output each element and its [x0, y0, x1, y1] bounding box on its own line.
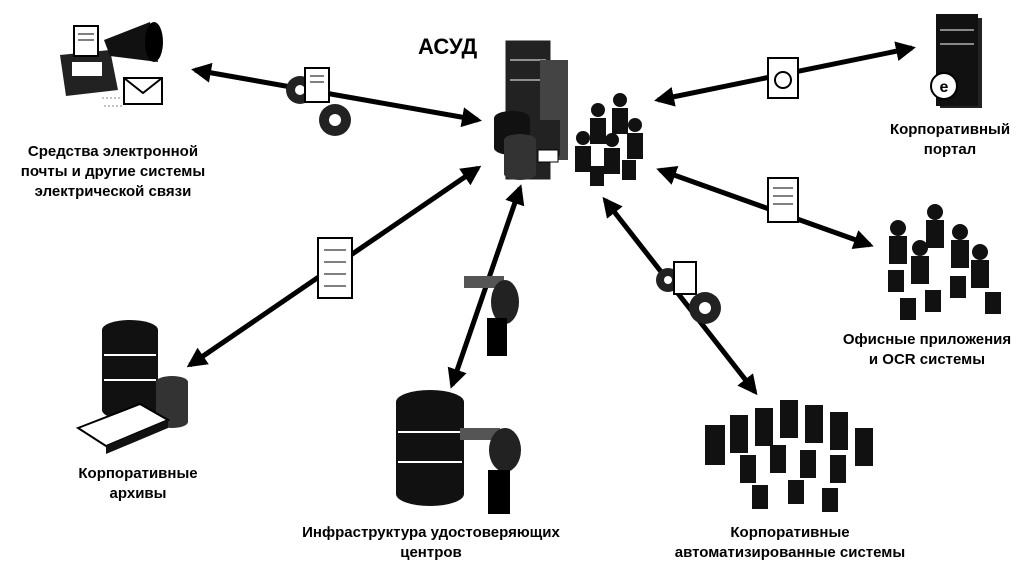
corp-systems-node-label: Корпоративные автоматизированные системы [660, 523, 920, 563]
email-label-line3: электрической связи [34, 183, 192, 200]
gears-document-icon [656, 261, 721, 324]
workgroup-users-icon [888, 204, 1001, 320]
portal-label-line1: Корпоративный [889, 121, 1011, 138]
svg-text:e: e [940, 79, 949, 96]
arrow-email [191, 62, 482, 128]
database-key-icon [396, 390, 521, 514]
corp-systems-label-line2: автоматизированные системы [674, 544, 906, 561]
pki-label-line1: Инфраструктура удостоверяющих [302, 524, 560, 541]
network-cluster-icon [705, 400, 873, 512]
email-node-label: Средства электронной почты и другие сист… [8, 142, 218, 202]
pki-node-label: Инфраструктура удостоверяющих центров [286, 523, 576, 563]
center-title: АСУД [418, 34, 478, 59]
office-node-label: Офисные приложения и OCR системы [832, 330, 1022, 370]
archives-node-label: Корпоративные архивы [68, 464, 208, 504]
arrow-corp-systems [602, 196, 758, 396]
portal-node-label: Корпоративный портал [880, 120, 1020, 160]
portal-label-line2: портал [923, 141, 977, 158]
archives-label-line2: архивы [109, 485, 167, 502]
key-icon [464, 276, 519, 356]
document-icon [767, 177, 799, 223]
email-label-line1: Средства электронной [27, 143, 199, 160]
office-label-line2: и OCR системы [868, 351, 986, 368]
document-icon [767, 57, 799, 99]
database-storage-icon [75, 320, 188, 454]
archives-label-line1: Корпоративные [78, 465, 198, 482]
office-label-line1: Офисные приложения [842, 331, 1012, 348]
email-label-line2: почты и другие системы [20, 163, 206, 180]
web-server-icon: e [930, 14, 982, 108]
document-icon [317, 237, 353, 299]
server-database-workgroup-icon [494, 39, 643, 186]
pki-label-line2: центров [400, 544, 462, 561]
fax-mail-megaphone-icon [60, 22, 163, 107]
arrow-office [656, 165, 874, 250]
gears-document-icon [286, 67, 351, 136]
corp-systems-label-line1: Корпоративные [730, 524, 850, 541]
